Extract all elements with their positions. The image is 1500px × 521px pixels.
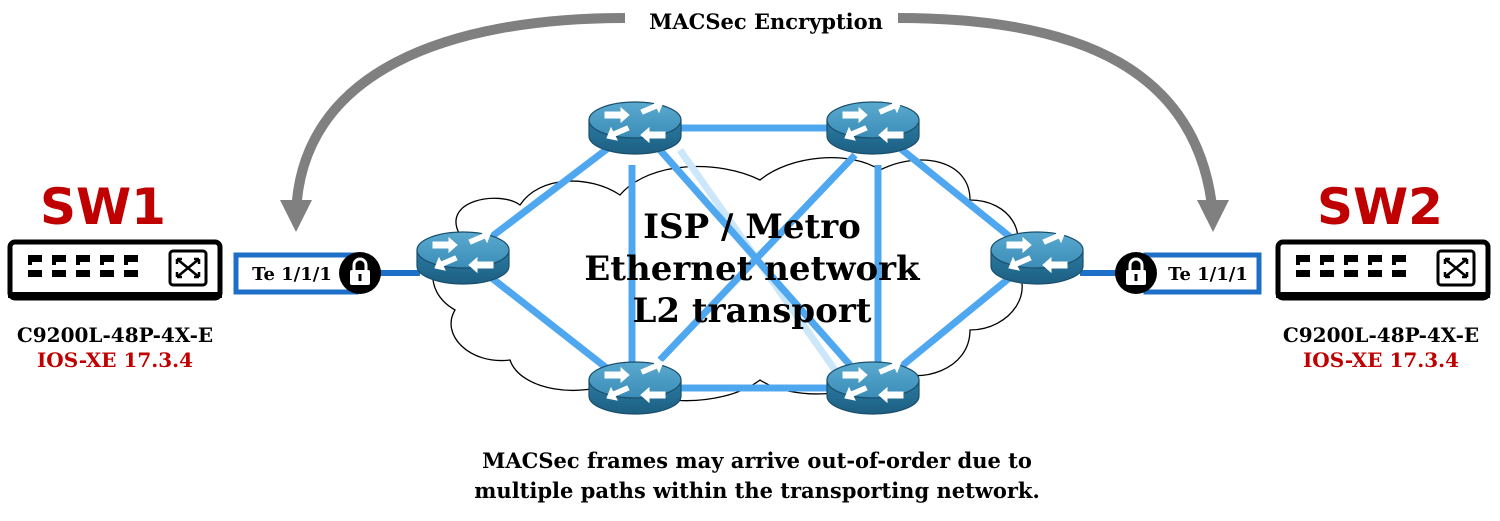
router-icon bbox=[588, 359, 682, 415]
sw1-model: C9200L-48P-4X-E bbox=[17, 323, 213, 347]
cloud-text-line-2: Ethernet network bbox=[584, 249, 921, 289]
note-line-1: MACSec frames may arrive out-of-order du… bbox=[482, 448, 1032, 473]
sw2-title: SW2 bbox=[1317, 178, 1443, 236]
sw2-os: IOS-XE 17.3.4 bbox=[1303, 348, 1459, 372]
lock-icon bbox=[337, 250, 383, 296]
router-icon bbox=[826, 99, 920, 155]
curved-arrow-icon bbox=[280, 13, 1229, 232]
sw2-model: C9200L-48P-4X-E bbox=[1283, 323, 1479, 347]
router-icon bbox=[416, 229, 510, 285]
sw1-title: SW1 bbox=[40, 178, 166, 236]
note-line-2: multiple paths within the transporting n… bbox=[474, 478, 1040, 503]
switch-icon bbox=[1276, 242, 1490, 298]
switch-icon bbox=[8, 242, 222, 298]
sw1-port-label: Te 1/1/1 bbox=[252, 264, 332, 285]
router-icon bbox=[588, 99, 682, 155]
lock-icon bbox=[1113, 250, 1159, 296]
router-icon bbox=[990, 229, 1084, 285]
sw2-port-label: Te 1/1/1 bbox=[1168, 264, 1248, 285]
top-label: MACSec Encryption bbox=[649, 9, 883, 34]
cloud-text-line-1: ISP / Metro bbox=[643, 207, 861, 247]
cloud-text-line-3: L2 transport bbox=[633, 291, 872, 331]
router-icon bbox=[826, 359, 920, 415]
sw1-os: IOS-XE 17.3.4 bbox=[37, 348, 193, 372]
